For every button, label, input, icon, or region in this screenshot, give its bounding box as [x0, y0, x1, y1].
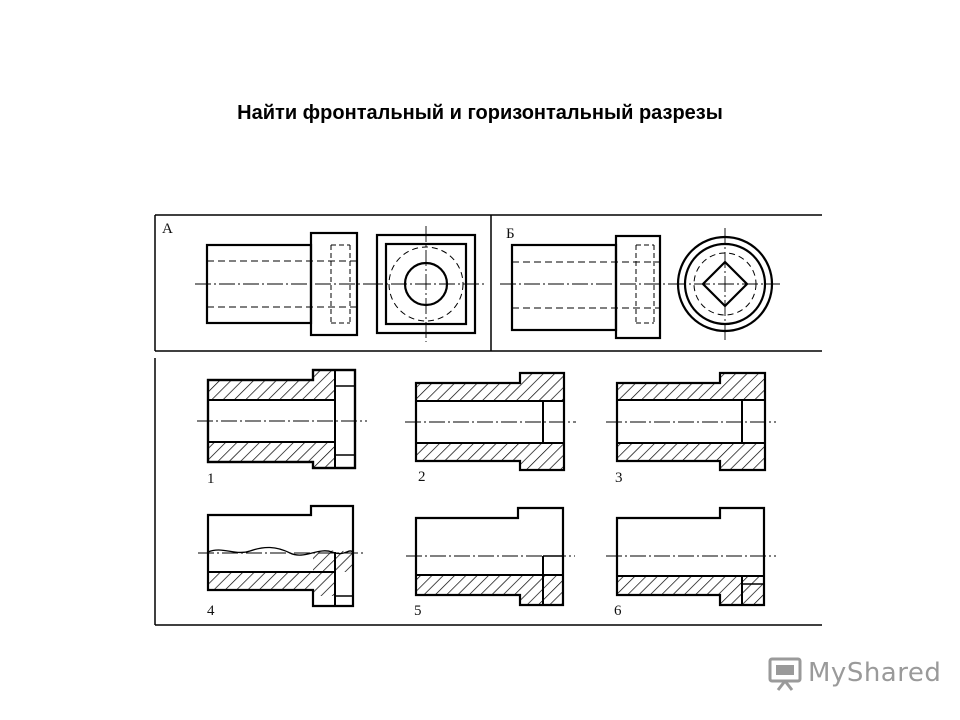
panel-a-front-view [195, 231, 368, 337]
option-5[interactable]: 5 [406, 506, 575, 619]
watermark-text: MyShared [808, 658, 942, 688]
panel-b: Б [500, 226, 780, 340]
option-2[interactable]: 2 [405, 371, 576, 485]
drawing-frame [154, 214, 822, 626]
panel-a-label: А [162, 221, 173, 237]
option-2-section [405, 371, 576, 472]
option-2-number: 2 [418, 469, 426, 485]
option-5-section [406, 506, 575, 607]
option-6-number: 6 [614, 603, 622, 619]
option-6[interactable]: 6 [606, 506, 776, 619]
option-3[interactable]: 3 [606, 371, 776, 486]
panel-b-front-view [500, 234, 672, 340]
panel-a-side-view [367, 226, 485, 342]
option-1[interactable]: 1 [197, 368, 367, 487]
option-4-section [198, 504, 366, 608]
option-1-number: 1 [207, 471, 215, 487]
presentation-board-icon [768, 657, 802, 691]
option-4-number: 4 [207, 603, 215, 619]
panel-b-side-view [670, 228, 780, 340]
option-4[interactable]: 4 [198, 504, 366, 619]
watermark-logo: MyShared [768, 655, 941, 691]
option-5-number: 5 [414, 603, 422, 619]
panel-a: А [162, 221, 485, 342]
panel-b-label: Б [506, 226, 515, 242]
option-3-number: 3 [615, 470, 623, 486]
option-1-section [197, 368, 367, 470]
slide-title: Найти фронтальный и горизонтальный разре… [237, 102, 723, 124]
option-6-section [606, 506, 776, 607]
option-3-section [606, 371, 776, 472]
